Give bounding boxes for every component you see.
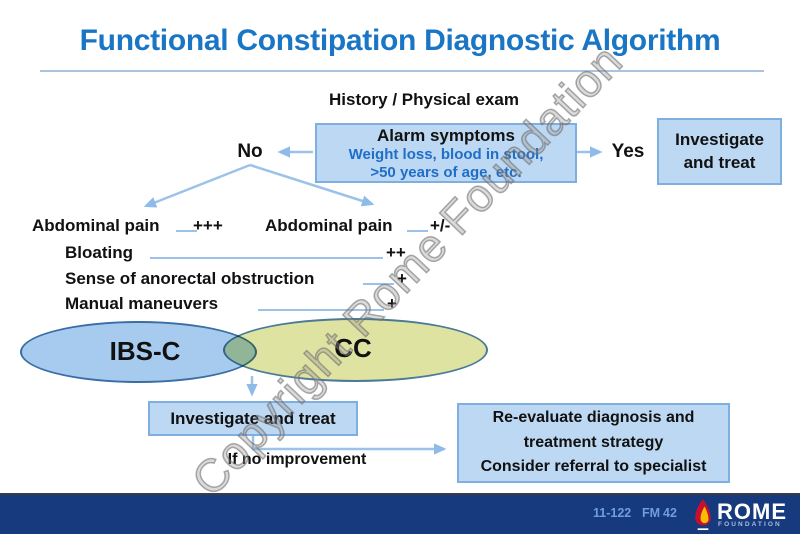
program-code: FM (642, 506, 661, 520)
ibsc-label: IBS-C (109, 336, 181, 366)
symptom-label: Bloating (65, 243, 133, 262)
rome-logo-subtitle: FOUNDATION (718, 521, 782, 528)
flame-icon (695, 499, 711, 531)
reevaluate-box: Re-evaluate diagnosis and treatment stra… (457, 403, 730, 483)
alarm-box-title: Alarm symptoms (377, 126, 515, 145)
symptom-grade: + (397, 269, 407, 288)
cc-ellipse (223, 318, 488, 382)
symptom-grade: +/- (430, 216, 451, 235)
symptom-label: Manual maneuvers (65, 294, 219, 313)
symptom-grade: + (387, 294, 397, 313)
symptom-label: Abdominal pain (32, 216, 160, 235)
symptom-grade: +++ (193, 216, 223, 235)
reevaluate-line-2: treatment strategy (523, 433, 664, 451)
cc-label: CC (334, 333, 372, 363)
alarm-detail-line-1: Weight loss, blood in stool, (348, 145, 544, 163)
if-no-improvement-label: If no improvement (227, 451, 367, 468)
symptom-label: Abdominal pain (265, 216, 393, 235)
investigate-treat-box-bottom: Investigate and treat (148, 401, 358, 436)
footer-bar: 11-122 FM 42 ROME FOUNDATION (0, 493, 800, 534)
slide-code: 11-122 (593, 506, 632, 520)
slide-title: Functional Constipation Diagnostic Algor… (79, 24, 721, 57)
no-label: No (237, 141, 263, 162)
alarm-symptoms-box: Alarm symptoms Weight loss, blood in sto… (315, 123, 577, 183)
investigate-top-line-2: and treat (683, 152, 756, 172)
branch-arrow-left (143, 163, 251, 208)
ibsc-ellipse (20, 321, 257, 383)
alarm-detail-line-2: >50 years of age, etc. (370, 164, 522, 182)
symptom-label: Sense of anorectal obstruction (65, 269, 315, 288)
slide-number: 42 (663, 506, 677, 520)
rome-logo-title: ROME (717, 499, 787, 524)
investigate-top-line-1: Investigate (675, 130, 764, 150)
title-divider (40, 70, 764, 72)
reevaluate-line-1: Re-evaluate diagnosis and (492, 408, 695, 426)
yes-label: Yes (611, 141, 645, 162)
elbow-arrow-to-reevaluate (251, 436, 447, 455)
history-physical-exam-label: History / Physical exam (329, 90, 519, 109)
reevaluate-line-3: Consider referral to specialist (480, 458, 707, 476)
symptom-grade: ++ (386, 243, 406, 262)
investigate-treat-box-top: Investigate and treat (657, 118, 782, 185)
